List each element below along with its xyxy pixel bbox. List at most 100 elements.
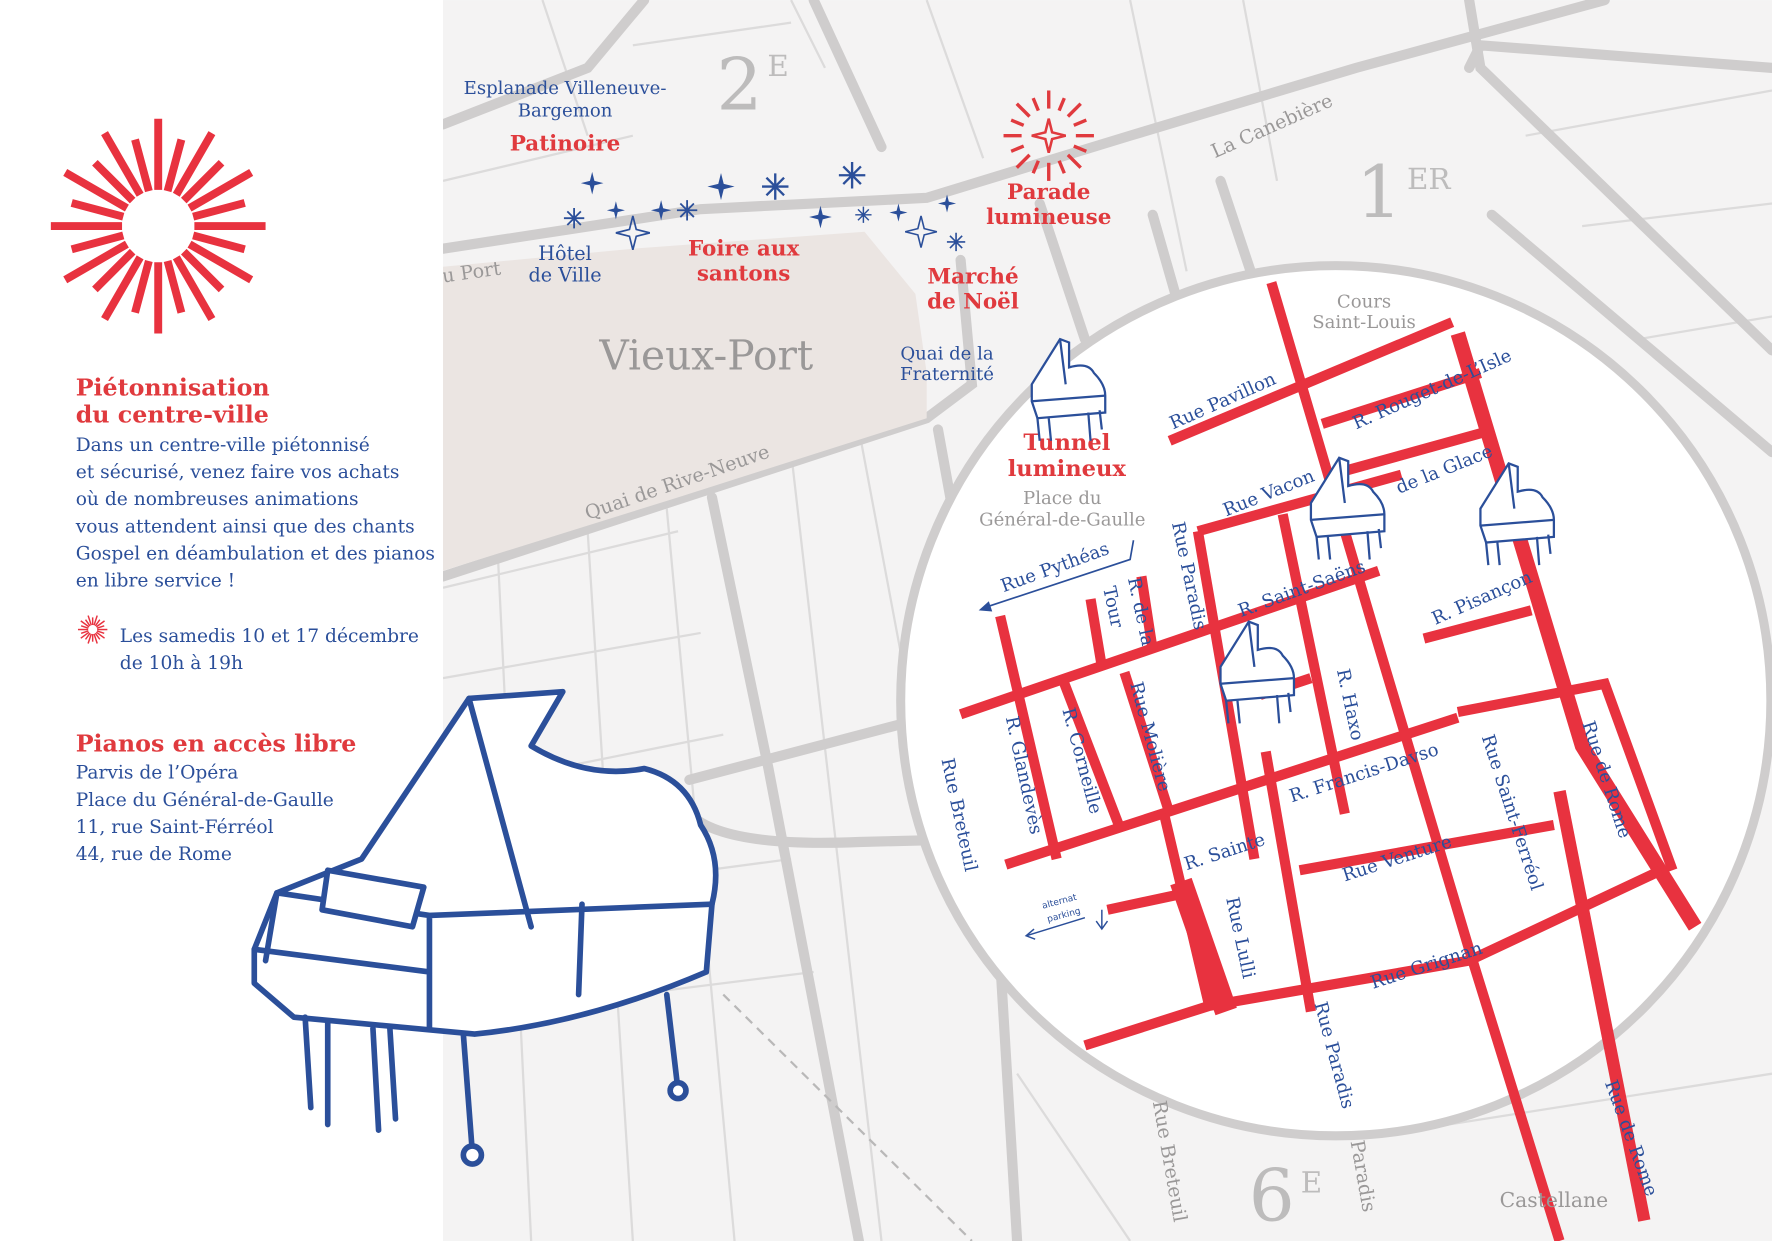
burst-ray [63,168,129,212]
castellane-label: Castellane [1500,1188,1609,1212]
district-2-suffix: E [767,49,788,83]
cours-saint-louis-label: Cours [1337,291,1391,312]
parade-label: Parade [1007,180,1090,205]
quai-fraternite-label: Quai de la [900,343,994,364]
parade-label-2: lumineuse [986,205,1111,230]
burst-ray [180,248,225,293]
pytheas-arrow [982,540,1135,609]
piano-location: Parvis de l’Opéra [76,763,239,784]
burst-ray [93,633,98,644]
grand-piano-illustration [251,688,719,1167]
esplanade-label: Esplanade Villeneuve- [464,78,667,99]
body-line: vous attendent ainsi que des chants [75,516,415,537]
sidebar-text: Piétonnisation du centre-ville Dans un c… [75,374,435,865]
burst-ray [70,199,125,221]
piano-location: Place du Général-de-Gaulle [76,790,334,811]
pedestrian-streets [958,281,1702,1241]
burst-ray [172,131,216,197]
burst-ray [1057,160,1066,174]
foire-label: Foire aux [688,236,800,261]
burst-ray [80,630,89,634]
burst-ray [163,260,186,314]
vieux-port-label: Vieux-Port [598,332,814,380]
burst-ray [1073,144,1087,153]
quai-fraternite-label-2: Fraternité [900,364,994,385]
district-1: 1 [1356,151,1402,235]
pedestrian-title-2: du centre-ville [76,401,269,429]
district-labels: 2 E 1 ER 6 E [716,44,1451,1239]
arrow-head-icon [978,601,993,612]
burst-ray [101,131,144,197]
burst-ray [94,632,101,640]
burst-ray [1066,102,1082,118]
burst-ray [1031,97,1040,112]
burst-ray [96,625,105,629]
burst-ray [1031,160,1040,174]
burst-ray [172,255,216,322]
burst-ray [1066,153,1082,169]
piano-location: 44, rue de Rome [76,844,232,865]
burst-ray [87,633,92,644]
burst-ray [1010,144,1025,153]
body-line: Dans un centre-ville piétonnisé [76,435,370,456]
district-2: 2 [716,44,762,128]
event-hours: de 10h à 19h [120,653,243,674]
date-burst-icon [77,615,108,644]
burst-ray [1073,118,1087,127]
burst-ray [192,199,246,221]
burst-ray [1015,102,1031,118]
burst-ray [187,168,254,212]
burst-ray [70,231,125,254]
burst-ray [94,619,101,627]
body-line: Gospel en déambulation et des pianos [76,543,435,564]
burst-ray [80,631,90,639]
burst-ray [84,619,91,627]
burst-ray [93,615,98,626]
burst-ray [80,620,90,628]
body-line: et sécurisé, venez faire vos achats [76,462,400,483]
event-date: Les samedis 10 et 17 décembre [120,626,419,647]
burst-ray [92,159,136,204]
district-6-suffix: E [1301,1165,1322,1199]
burst-ray [96,630,105,634]
foire-label-2: santons [697,261,791,286]
tunnel-label: Tunnel [1023,430,1110,456]
burst-ray [187,240,254,284]
district-6: 6 [1249,1155,1295,1239]
burst-ray [131,138,153,193]
pedestrian-title: Piétonnisation [76,374,270,402]
piano-location: 11, rue Saint-Férréol [76,817,274,838]
burst-ray [180,159,225,204]
parade-burst-icon [1003,90,1094,181]
place-gdg-label: Place du [1023,488,1102,509]
burst-ray [63,240,129,284]
hotel-de-ville-label-2: de Ville [529,263,602,286]
burst-ray [84,632,91,640]
sunburst-logo-icon [50,118,266,334]
body-line: où de nombreuses animations [76,489,359,510]
burst-ray [1015,153,1031,169]
burst-ray [95,631,105,639]
burst-ray [92,248,136,293]
body-line: en libre service ! [76,571,235,592]
marche-noel-label-2: de Noël [927,290,1019,315]
burst-ray [80,625,89,629]
patinoire-label: Patinoire [510,131,621,156]
place-gdg-label-2: Général-de-Gaulle [979,510,1145,531]
burst-ray [1057,97,1066,112]
alt-parking-arrows [1024,909,1109,940]
marche-noel-label: Marché [927,265,1018,290]
burst-ray [163,138,186,193]
tunnel-label-2: lumineux [1008,456,1127,482]
burst-ray [131,260,153,314]
vieux-port-water [443,231,927,571]
burst-ray [192,231,246,254]
district-1-suffix: ER [1407,162,1451,196]
esplanade-label-2: Bargemon [518,100,613,121]
pianos-title: Pianos en accès libre [76,730,357,758]
burst-ray [87,615,92,626]
burst-ray [95,620,105,628]
dashed-route [722,993,973,1241]
